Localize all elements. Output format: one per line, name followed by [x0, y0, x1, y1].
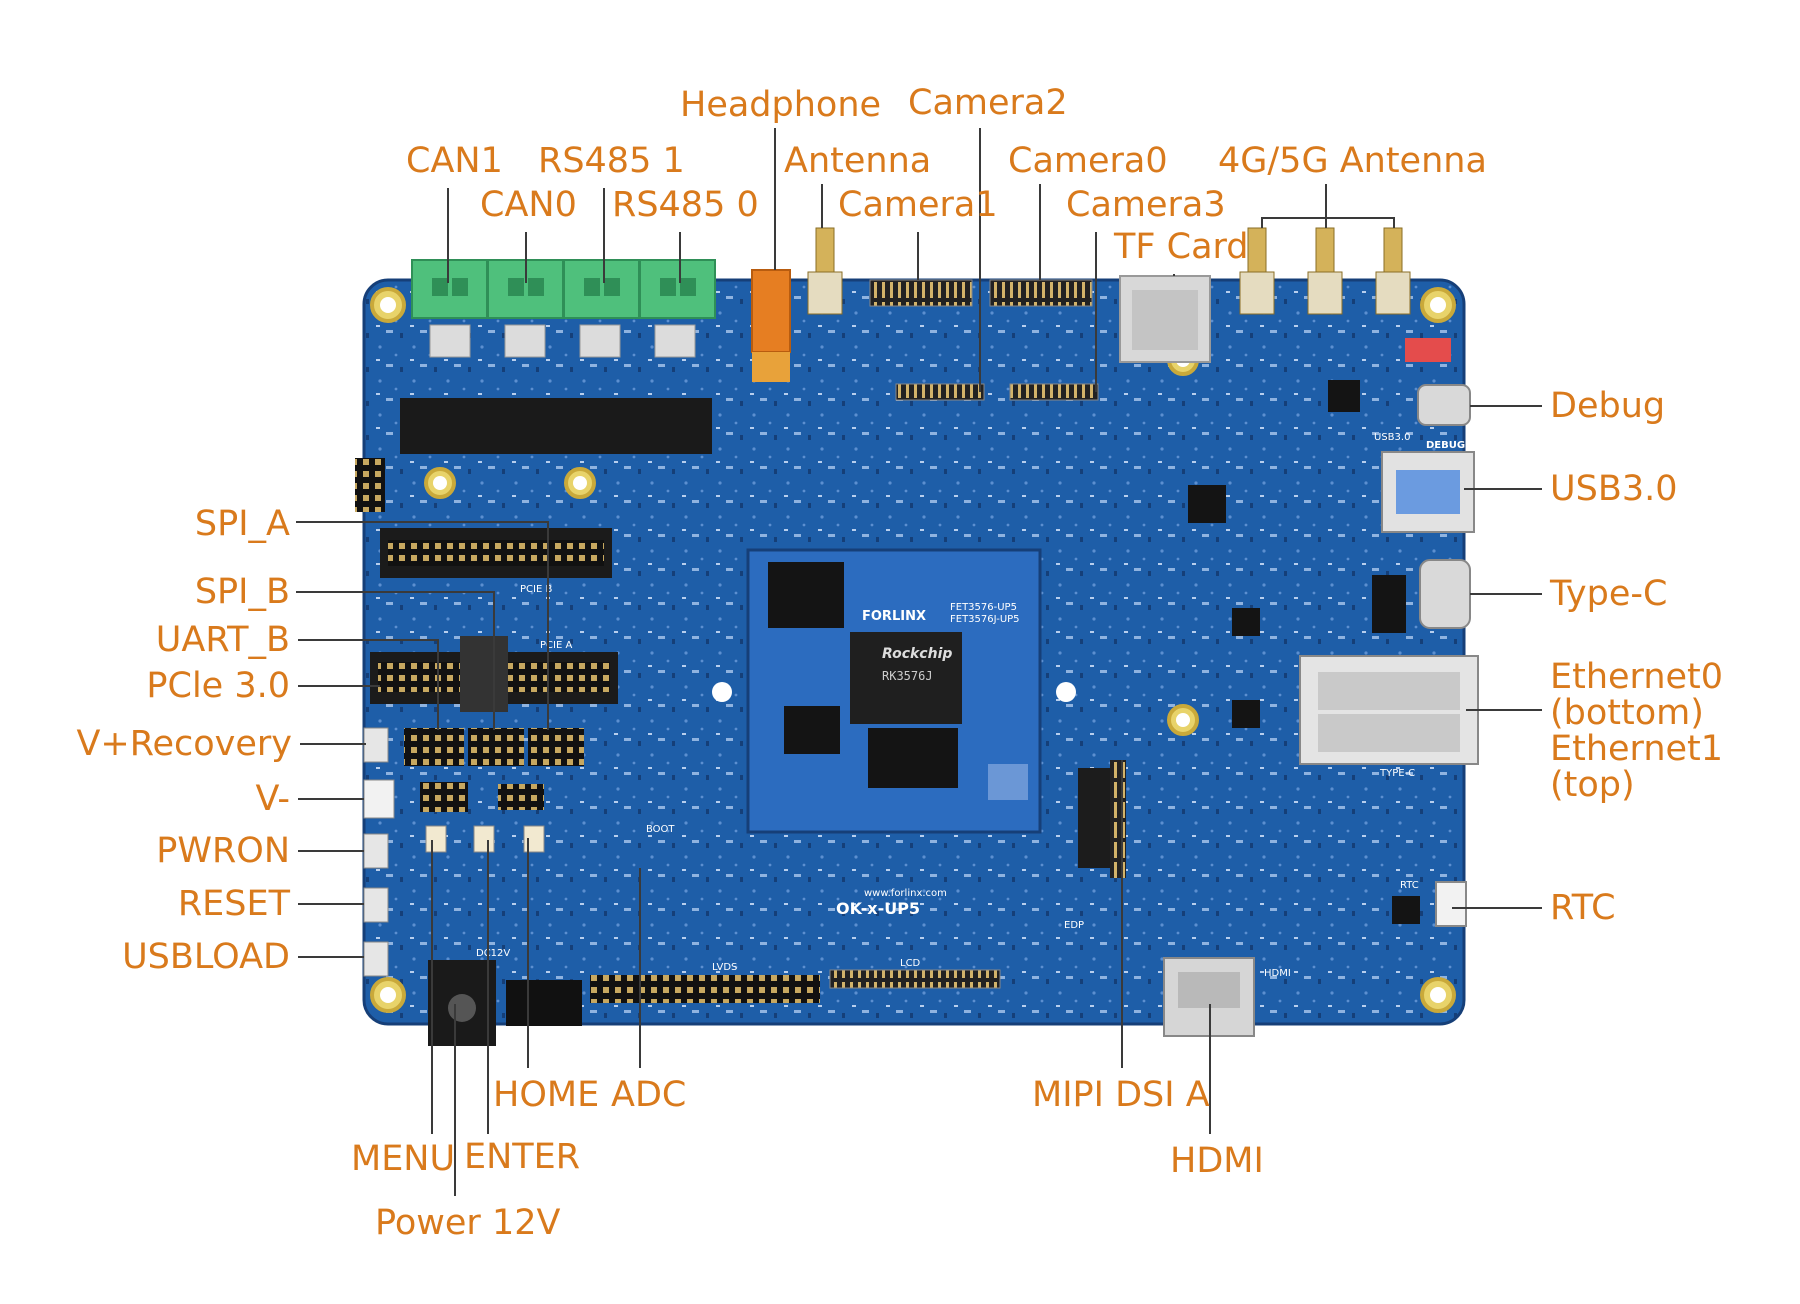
- silk-edp: EDP: [1064, 920, 1084, 931]
- label-camera3: Camera3: [1066, 185, 1226, 225]
- terminal-blocks: [411, 259, 716, 319]
- silk-rtc: RTC: [1400, 880, 1419, 891]
- label-spi-b: SPI_B: [194, 572, 290, 612]
- silk-dc12v: DC12V: [476, 948, 510, 959]
- silk-som-model-2: FET3576J-UP5: [950, 614, 1020, 625]
- label-antenna: Antenna: [784, 141, 932, 181]
- label-uart-b: UART_B: [155, 620, 290, 660]
- label-usb3: USB3.0: [1550, 469, 1678, 509]
- label-adc: ADC: [611, 1075, 687, 1115]
- label-usbload: USBLOAD: [122, 937, 290, 977]
- label-ethernet1: Ethernet1: [1550, 729, 1724, 769]
- sma-connectors: [807, 227, 1411, 315]
- debug-usb-port: [1417, 384, 1471, 426]
- label-debug: Debug: [1550, 386, 1666, 426]
- label-can1: CAN1: [406, 141, 503, 181]
- label-rtc: RTC: [1550, 888, 1616, 928]
- camera-connectors: [869, 279, 1099, 401]
- silk-hdmi: HDMI: [1264, 968, 1291, 979]
- label-hdmi: HDMI: [1170, 1141, 1264, 1181]
- silk-soc-model: RK3576J: [882, 669, 933, 683]
- label-rs485-1: RS485 1: [538, 141, 685, 181]
- silk-pcie-b: PCIE B: [520, 584, 552, 595]
- label-headphone: Headphone: [680, 85, 882, 125]
- label-enter: ENTER: [464, 1137, 581, 1177]
- label-camera2: Camera2: [908, 83, 1068, 123]
- silk-website: www.forlinx.com: [864, 888, 947, 899]
- leader-lines: [296, 128, 1542, 1196]
- label-ethernet0: Ethernet0: [1550, 657, 1724, 697]
- label-camera1: Camera1: [838, 185, 998, 225]
- label-home: HOME: [493, 1075, 600, 1115]
- headphone-jack: [751, 269, 791, 353]
- silk-debug: DEBUG: [1426, 440, 1465, 451]
- silk-lcd: LCD: [900, 958, 921, 969]
- label-tf-card: TF Card: [1114, 227, 1249, 267]
- label-mipi-dsi-a: MIPI DSI A: [1032, 1075, 1210, 1115]
- label-v-recovery: V+Recovery: [76, 724, 292, 764]
- label-menu: MENU: [351, 1139, 456, 1179]
- label-camera0: Camera0: [1008, 141, 1168, 181]
- silk-som-model-1: FET3576-UP5: [950, 602, 1017, 613]
- silk-board-name: OK-x-UP5: [836, 899, 920, 918]
- silk-typec: TYPE-C: [1379, 768, 1415, 779]
- label-can0: CAN0: [480, 185, 577, 225]
- label-ethernet1-pos: (top): [1550, 765, 1635, 805]
- label-pcie: PCle 3.0: [146, 666, 290, 706]
- label-reset: RESET: [177, 884, 290, 924]
- label-rs485-0: RS485 0: [612, 185, 759, 225]
- silk-soc-brand: Rockchip: [882, 646, 952, 662]
- label-pwron: PWRON: [156, 831, 290, 871]
- typec-port: [1419, 559, 1471, 629]
- silk-pcie-a: PCIE A: [540, 640, 572, 651]
- lcd-connector: [829, 969, 1001, 989]
- label-typec: Type-C: [1550, 574, 1668, 614]
- rtc-connector: [1435, 881, 1467, 927]
- silk-boot: BOOT: [646, 824, 675, 835]
- silk-brand: FORLINX: [862, 609, 926, 624]
- interface-chips: [400, 324, 712, 454]
- pin-headers: [355, 458, 820, 1003]
- label-v-minus: V-: [255, 779, 290, 819]
- label-spi-a: SPI_A: [194, 504, 290, 544]
- silk-usb3: USB3.0: [1374, 432, 1410, 443]
- silk-lvds: LVDS: [712, 962, 737, 973]
- label-power-12v: Power 12V: [375, 1203, 561, 1243]
- label-4g5g-antenna: 4G/5G Antenna: [1218, 141, 1487, 181]
- label-ethernet0-pos: (bottom): [1550, 693, 1704, 733]
